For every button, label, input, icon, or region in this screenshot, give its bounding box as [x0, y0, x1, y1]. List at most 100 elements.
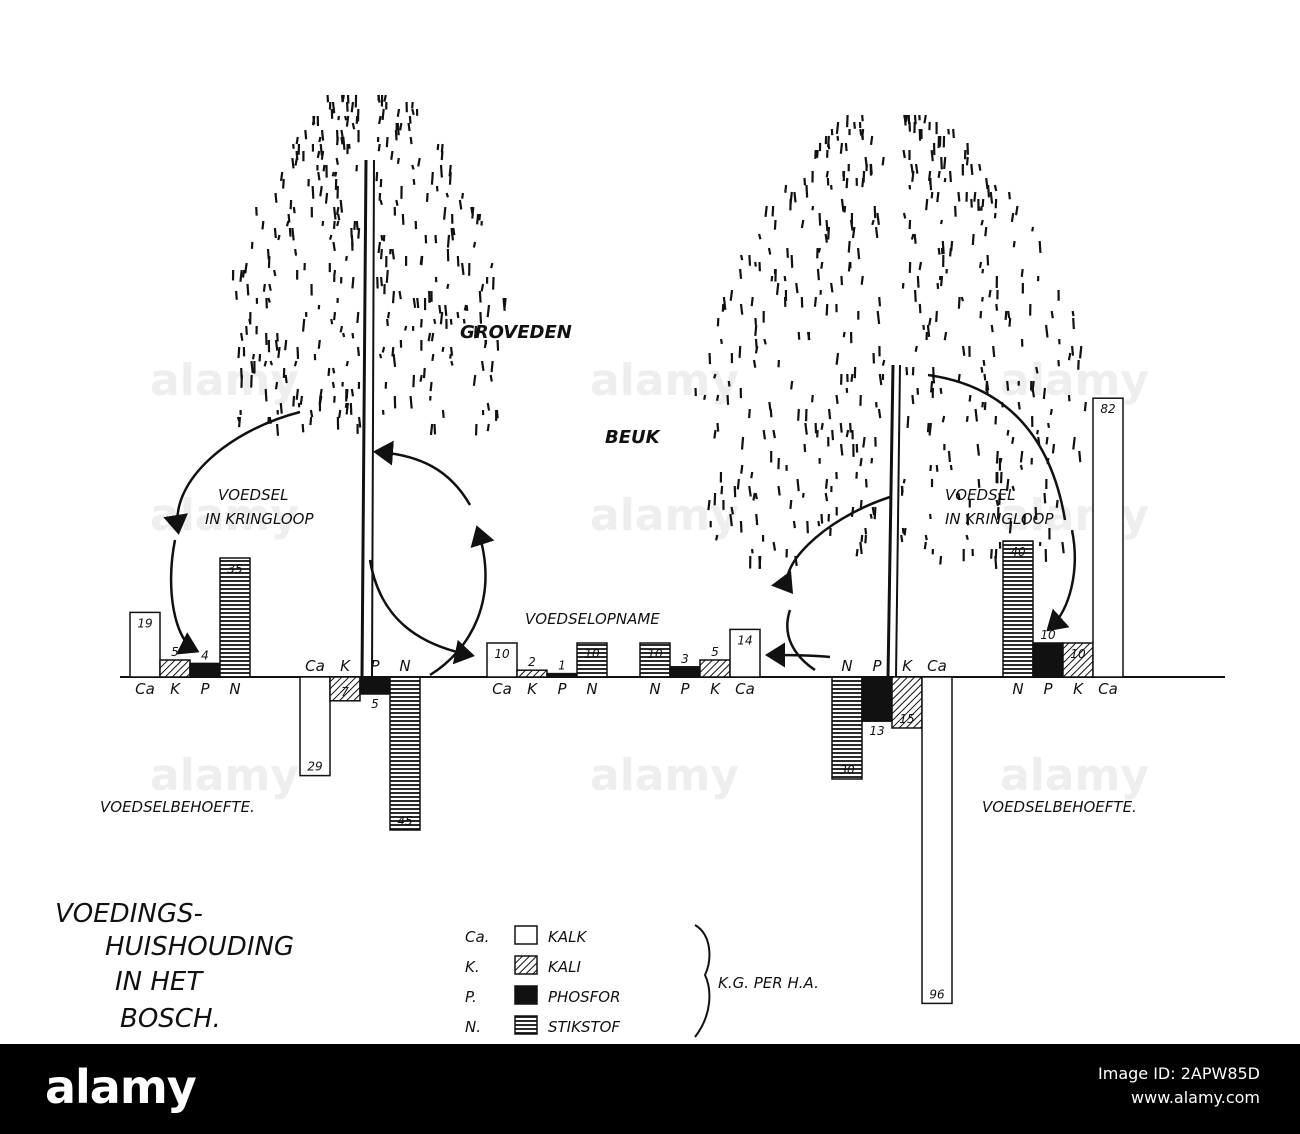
pine-need-value-p: 5 [371, 697, 379, 711]
arrow-beech-uptake [765, 642, 831, 668]
beech-need-label: VOEDSELBEHOEFTE. [982, 798, 1137, 816]
pine-uptake-bar-p [546, 672, 578, 678]
beech-cycle-bar-p [1032, 642, 1064, 678]
beech-uptake-bar-p [669, 666, 701, 678]
beech-uptake-axis-label-ca: Ca [735, 680, 755, 698]
legend: Ca. KALK K. KALI P. PHOSFOR N. STIKSTOF … [465, 924, 819, 1038]
beech-need-bar-k [891, 676, 923, 729]
pine-cycle-axis-label-n: N [229, 680, 240, 698]
beech-cycle-axis-label-k: K [1073, 680, 1084, 698]
image-id-text: Image ID: 2APW85D [1098, 1064, 1260, 1083]
pine-uptake-bar-n [576, 642, 608, 678]
pine-cycle-value-ca: 19 [137, 616, 152, 630]
watermark-text: alamy [150, 750, 299, 801]
arrow-pine-uptake [368, 559, 475, 665]
legend-abbr-ca: Ca. [465, 928, 489, 946]
legend-abbr-k: K. [465, 958, 480, 976]
footer-brand-logo: alamy [45, 1060, 197, 1114]
legend-name-phosfor: PHOSFOR [548, 988, 621, 1006]
pine-cycle-bar-p [189, 662, 221, 678]
pine-cycle-bar-n [219, 557, 251, 678]
pine-need-axis-label-n: N [399, 657, 410, 675]
arrow-pine-litter [163, 410, 301, 535]
watermark-text: alamy [590, 490, 739, 541]
pine-need-label: VOEDSELBEHOEFTE. [100, 798, 255, 816]
bar-groups: 19Ca5K4P35N29Ca7K5P45N10Ca2K1P10N10N3P5K… [129, 397, 1124, 1005]
pine-cycle-axis-label-ca: Ca [135, 680, 155, 698]
title-line-1: VOEDINGS- [55, 899, 203, 929]
watermark-layer: alamy alamy alamy alamy alamy alamy alam… [150, 355, 1149, 801]
cycle-arrows [163, 373, 1076, 677]
pine-cycle-value-n: 35 [227, 562, 242, 576]
beech-tree-label: BEUK [605, 427, 662, 448]
watermark-text: alamy [1000, 355, 1149, 406]
pine-cycle-label-line1: VOEDSEL [218, 486, 288, 504]
beech-need-axis-label-k: K [902, 657, 913, 675]
uptake-label: VOEDSELOPNAME [525, 610, 660, 628]
arrow-beech-up [771, 495, 891, 595]
pine-uptake-axis-label-k: K [527, 680, 538, 698]
title-line-2: HUISHOUDING [105, 932, 294, 962]
arrow-beech-litter-down [1046, 529, 1076, 632]
pine-uptake-bar-k [516, 669, 548, 678]
beech-cycle-axis-label-p: P [1043, 680, 1053, 698]
beech-need-axis-label-p: P [872, 657, 882, 675]
pine-need-bar-ca [299, 676, 331, 777]
beech-need-axis-label-n: N [841, 657, 852, 675]
beech-cycle-axis-label-n: N [1012, 680, 1023, 698]
legend-abbr-n: N. [465, 1018, 481, 1036]
beech-need-value-ca: 96 [929, 987, 945, 1001]
pine-need-axis-label-p: P [370, 657, 380, 675]
beech-cycle-label-line1: VOEDSEL [945, 486, 1015, 504]
pine-uptake-value-k: 2 [528, 655, 536, 669]
beech-uptake-value-n: 10 [647, 647, 663, 661]
legend-name-stikstof: STIKSTOF [548, 1018, 620, 1036]
beech-uptake-value-ca: 14 [737, 633, 752, 647]
nutrient-diagram: alamy alamy alamy alamy alamy alamy alam… [55, 94, 1225, 1038]
arrow-beech-lower [786, 609, 816, 672]
pine-cycle-bar-k [159, 659, 191, 678]
beech-uptake-bar-k [699, 659, 731, 678]
beech-uptake-bar-n [639, 642, 671, 678]
legend-swatch-phosfor [514, 985, 538, 1005]
beech-need-value-k: 15 [899, 712, 914, 726]
beech-need-bar-ca [921, 676, 953, 1005]
pine-uptake-value-p: 1 [558, 659, 566, 673]
footer-info: Image ID: 2APW85D www.alamy.com [1098, 1062, 1260, 1110]
diagram-title: VOEDINGS- HUISHOUDING IN HET BOSCH. [55, 899, 294, 1034]
beech-need-value-n: 30 [839, 763, 855, 777]
beech-uptake-axis-label-n: N [649, 680, 660, 698]
pine-cycle-bar-ca [129, 611, 161, 678]
beech-uptake-value-p: 3 [681, 652, 689, 666]
beech-need-bar-n [831, 676, 863, 780]
legend-name-kalk: KALK [548, 928, 587, 946]
pine-uptake-value-n: 10 [584, 647, 600, 661]
pine-need-value-n: 45 [397, 814, 412, 828]
arrow-pine-return [429, 525, 495, 677]
pine-cycle-axis-label-k: K [170, 680, 181, 698]
watermark-text: alamy [590, 750, 739, 801]
beech-uptake-value-k: 5 [711, 645, 719, 659]
beech-cycle-value-ca: 82 [1100, 402, 1115, 416]
legend-swatch-kalk [514, 925, 538, 945]
legend-abbr-p: P. [465, 988, 477, 1006]
pine-cycle-value-k: 5 [171, 645, 179, 659]
footer-bar [0, 1044, 1300, 1134]
watermark-text: alamy [1000, 750, 1149, 801]
pine-uptake-value-ca: 10 [494, 647, 510, 661]
beech-tree-illustration [694, 114, 1087, 678]
arrow-beech-litter [927, 373, 1067, 521]
beech-need-bar-p [861, 676, 893, 722]
beech-cycle-value-n: 40 [1010, 545, 1026, 559]
beech-cycle-label-line2: IN KRINGLOOP [945, 510, 1054, 528]
beech-need-axis-label-ca: Ca [927, 657, 947, 675]
beech-need-value-p: 13 [869, 724, 884, 738]
pine-tree-label: GROVEDEN [460, 322, 572, 343]
pine-tree-illustration [231, 94, 507, 678]
footer-url: www.alamy.com [1131, 1088, 1260, 1107]
beech-cycle-bar-ca [1092, 397, 1124, 678]
watermark-text: alamy [150, 355, 299, 406]
pine-uptake-axis-label-ca: Ca [492, 680, 512, 698]
beech-uptake-axis-label-k: K [710, 680, 721, 698]
